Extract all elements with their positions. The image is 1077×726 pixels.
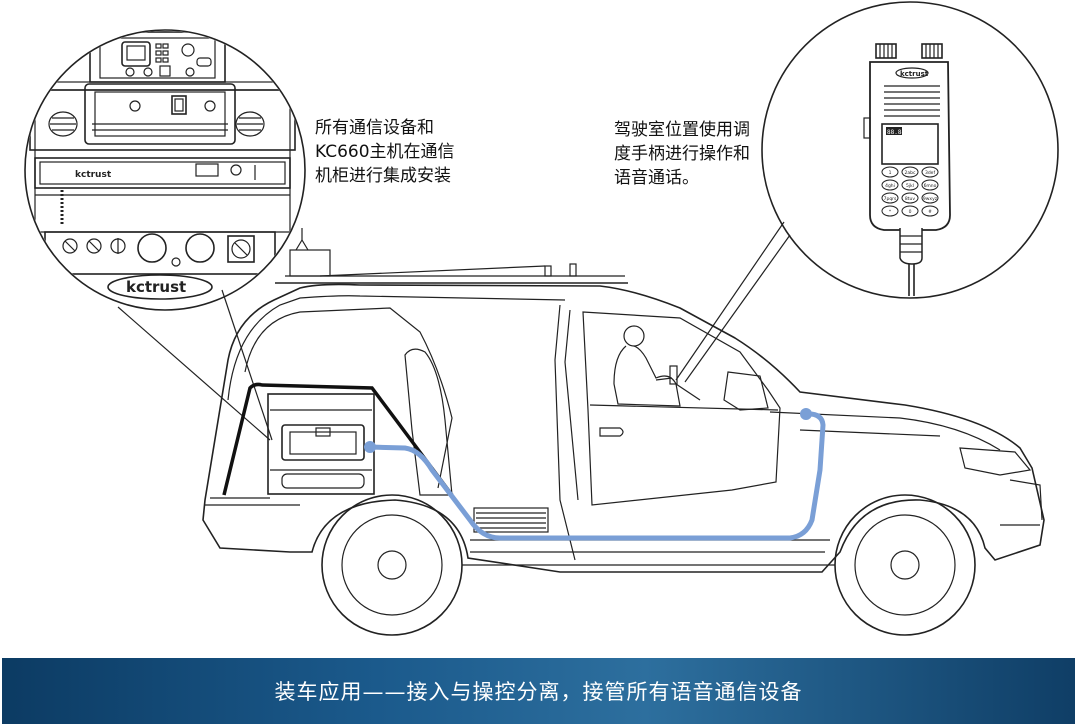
keypad-key: *: [881, 205, 899, 217]
keypad-key-label: 1: [889, 170, 892, 176]
keypad-key-label: #: [928, 209, 932, 215]
footer-banner: 装车应用——接入与操控分离，接管所有语音通信设备: [2, 658, 1075, 724]
driver-figure: [613, 325, 701, 407]
keypad-key: #: [921, 205, 939, 217]
cabinet-callout-line-2: KC660主机在通信: [315, 142, 455, 162]
keypad-key: 8tuv: [901, 192, 919, 204]
host-unit-logo: kctrust: [75, 170, 112, 180]
handset-callout: 驾驶室位置使用调 度手柄进行操作和 语音通话。: [614, 118, 750, 190]
cabinet-callout-line-1: 所有通信设备和: [315, 118, 434, 138]
keypad-key: 5jkl: [901, 179, 919, 191]
handset-logo: kctrust: [900, 70, 929, 78]
keypad-key-label: 0: [909, 209, 912, 215]
keypad-key-label: 6mno: [924, 183, 937, 189]
keypad-key-label: 9wxyz: [923, 196, 938, 202]
cabinet-logo: kctrust: [126, 278, 186, 296]
keypad-key: 0: [901, 205, 919, 217]
keypad-key: 7pqrs: [881, 192, 899, 204]
handset-keypad: 1 2abc 3def 4ghi 5jkl 6mno 7pqrs 8tuv 9wxyz * 0 #: [881, 166, 939, 217]
keypad-key: 9wxyz: [921, 192, 939, 204]
keypad-key-label: 8tuv: [905, 196, 915, 202]
keypad-key: 3def: [921, 166, 939, 178]
cabinet-callout: 所有通信设备和 KC660主机在通信 机柜进行集成安装: [315, 116, 455, 188]
keypad-key-label: 2abc: [905, 170, 916, 176]
keypad-key-label: 5jkl: [906, 183, 914, 189]
signal-cable: [364, 408, 826, 541]
footer-caption: 装车应用——接入与操控分离，接管所有语音通信设备: [274, 680, 803, 704]
keypad-key: 1: [881, 166, 899, 178]
keypad-key-label: *: [889, 209, 892, 215]
handset-display-readout: 88.88: [887, 129, 905, 136]
handset-detail-magnifier: kctrust 88.88 1 2abc 3def 4ghi 5jkl 6mno 7pqrs…: [675, 1, 1059, 383]
handset-callout-line-1: 驾驶室位置使用调: [614, 120, 750, 140]
keypad-key: 6mno: [921, 179, 939, 191]
vehicle-outline: [202, 228, 1045, 636]
keypad-key-label: 3def: [925, 170, 935, 176]
keypad-key-label: 7pqrs: [884, 196, 897, 202]
cabinet-detail-magnifier: kctrust: [24, 29, 306, 441]
handset-callout-line-2: 度手柄进行操作和: [614, 144, 750, 164]
cabinet-callout-line-3: 机柜进行集成安装: [315, 166, 451, 186]
keypad-key: 2abc: [901, 166, 919, 178]
keypad-key-label: 4ghi: [885, 183, 895, 189]
keypad-key: 4ghi: [881, 179, 899, 191]
handset-callout-line-3: 语音通话。: [614, 168, 699, 188]
communication-cabinet: [222, 382, 454, 497]
